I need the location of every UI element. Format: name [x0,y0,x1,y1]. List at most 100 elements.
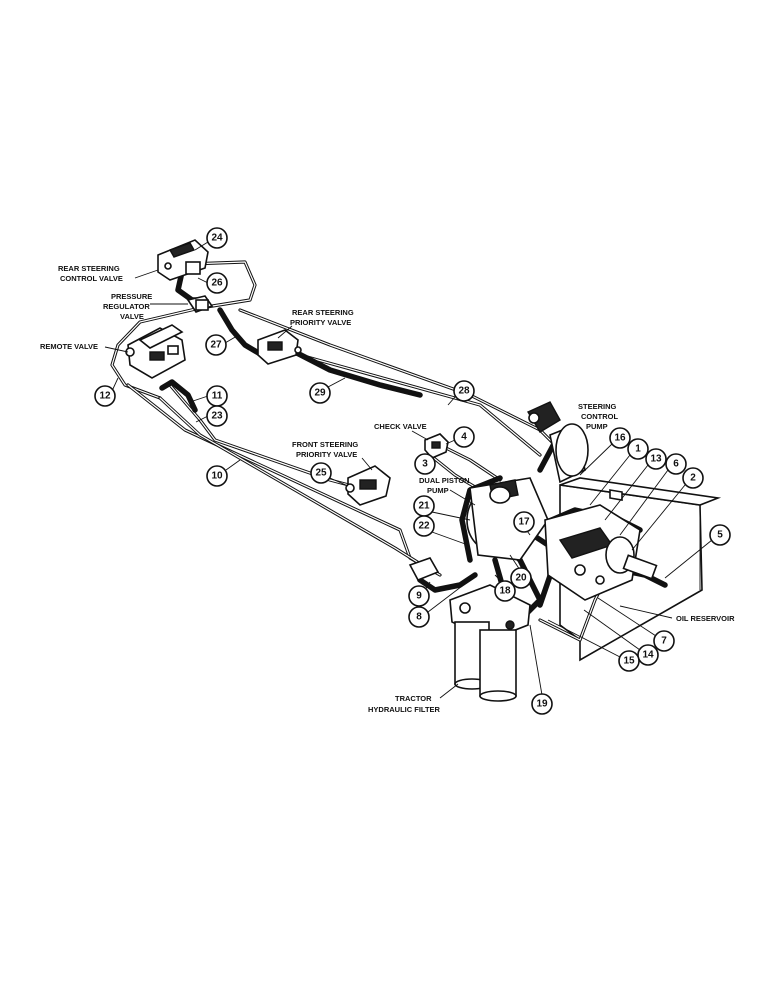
callout-3: 3 [414,453,436,475]
svg-text:17: 17 [518,517,530,528]
svg-text:5: 5 [717,530,723,541]
svg-text:15: 15 [623,656,635,667]
check-valve [424,433,449,459]
callout-1: 1 [589,438,649,506]
svg-text:PRIORITY VALVE: PRIORITY VALVE [296,450,357,459]
svg-text:REAR STEERING: REAR STEERING [58,264,120,273]
callout-16: 16 [579,427,631,476]
callout-11: 11 [189,385,228,407]
steering-control-pump [526,401,589,484]
svg-text:REGULATOR: REGULATOR [103,302,150,311]
front-steering-priority-valve [345,465,391,506]
callout-28: 28 [447,380,475,406]
pressure-regulator-valve [186,295,214,313]
callout-7: 7 [597,597,675,652]
label-tractor-hydraulic-filter: TRACTOR HYDRAULIC FILTER [368,683,459,714]
label-rear-steering-priority-valve: REAR STEERING PRIORITY VALVE [277,308,354,339]
svg-text:8: 8 [416,612,422,623]
callout-19: 19 [529,624,553,715]
svg-text:9: 9 [416,591,422,602]
callout-4: 4 [445,426,475,448]
label-dual-piston-pump: DUAL PISTON PUMP [419,476,476,506]
tractor-hydraulic-filter [449,584,531,702]
svg-text:12: 12 [99,391,111,402]
svg-text:6: 6 [673,459,679,470]
callout-27: 27 [205,334,238,356]
svg-text:VALVE: VALVE [120,312,144,321]
svg-text:27: 27 [210,340,222,351]
callout-17: 17 [513,511,535,536]
callout-9: 9 [408,581,431,607]
callout-23: 23 [195,405,228,427]
svg-text:26: 26 [211,278,223,289]
svg-text:3: 3 [422,459,428,470]
svg-text:29: 29 [314,388,326,399]
callout-5: 5 [664,524,731,579]
main-pump-assembly [544,504,658,601]
svg-text:OIL RESERVOIR: OIL RESERVOIR [676,614,735,623]
svg-text:DUAL PISTON: DUAL PISTON [419,476,470,485]
label-check-valve: CHECK VALVE [374,422,429,441]
callout-13: 13 [604,448,667,521]
callout-18: 18 [494,574,516,602]
label-oil-reservoir: OIL RESERVOIR [619,605,735,623]
svg-text:19: 19 [536,699,548,710]
svg-text:21: 21 [418,501,430,512]
callout-15: 15 [547,619,640,672]
callout-24: 24 [194,227,228,251]
svg-text:1: 1 [635,444,641,455]
callout-12: 12 [94,377,119,407]
svg-text:PUMP: PUMP [427,486,449,495]
callout-22: 22 [413,515,469,546]
svg-text:13: 13 [650,454,662,465]
label-rear-steering-control-valve: REAR STEERING CONTROL VALVE [58,264,159,283]
svg-text:18: 18 [499,586,511,597]
callout-2: 2 [631,467,704,551]
svg-text:7: 7 [661,636,667,647]
dual-piston-pump [466,477,549,561]
svg-text:PUMP: PUMP [586,422,608,431]
svg-text:4: 4 [461,432,467,443]
svg-text:CONTROL VALVE: CONTROL VALVE [60,274,123,283]
callout-14: 14 [583,609,659,666]
callout-8: 8 [408,579,471,628]
svg-text:20: 20 [515,573,527,584]
callout-20: 20 [509,554,532,589]
svg-text:11: 11 [212,391,223,402]
svg-text:2: 2 [690,473,696,484]
label-pressure-regulator-valve: PRESSURE REGULATOR VALVE [103,292,188,321]
label-steering-control-pump: STEERING CONTROL PUMP [578,402,618,431]
svg-text:PRIORITY VALVE: PRIORITY VALVE [290,318,351,327]
svg-text:CHECK VALVE: CHECK VALVE [374,422,427,431]
callout-10: 10 [206,459,241,487]
svg-text:REAR STEERING: REAR STEERING [292,308,354,317]
rear-steering-priority-valve [257,329,302,365]
svg-text:HYDRAULIC FILTER: HYDRAULIC FILTER [368,705,441,714]
svg-text:25: 25 [315,468,327,479]
remote-valve [125,324,186,379]
filter-mount-bracket [408,557,440,582]
label-front-steering-priority-valve: FRONT STEERING PRIORITY VALVE [292,440,373,471]
svg-text:28: 28 [458,386,470,397]
svg-text:REMOTE VALVE: REMOTE VALVE [40,342,98,351]
svg-text:STEERING: STEERING [578,402,617,411]
rear-steering-control-valve [157,239,209,281]
svg-text:TRACTOR: TRACTOR [395,694,432,703]
label-remote-valve: REMOTE VALVE [40,342,129,353]
svg-text:16: 16 [614,433,626,444]
callout-26: 26 [197,272,228,294]
svg-text:CONTROL: CONTROL [581,412,618,421]
callout-21: 21 [413,495,471,521]
callout-29: 29 [309,377,346,404]
svg-text:14: 14 [642,650,654,661]
callout-6: 6 [619,453,687,536]
svg-text:10: 10 [211,471,223,482]
main-pipe-runs [110,260,602,642]
svg-text:22: 22 [418,521,430,532]
svg-text:FRONT STEERING: FRONT STEERING [292,440,358,449]
svg-text:23: 23 [211,411,223,422]
callout-25: 25 [310,462,349,487]
svg-text:24: 24 [211,233,223,244]
svg-text:PRESSURE: PRESSURE [111,292,152,301]
